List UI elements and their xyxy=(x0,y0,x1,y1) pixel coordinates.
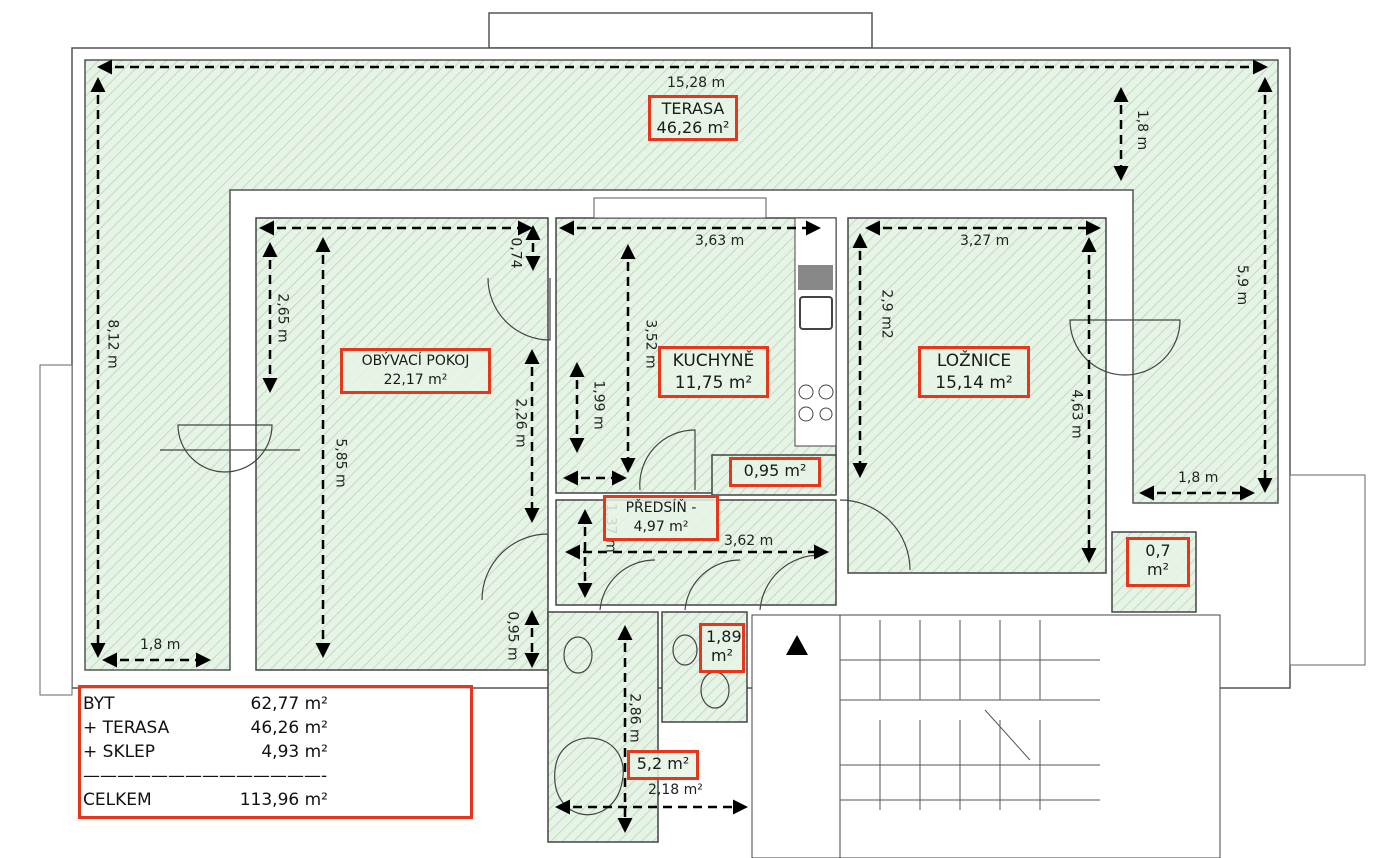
dim-loznice-width: 3,27 m xyxy=(960,233,1010,249)
summary-row-sklep: + SKLEP 4,93 m² xyxy=(83,740,468,764)
room-area: 0,95 m² xyxy=(743,461,807,480)
room-label-wc: 1,89 m² xyxy=(699,623,745,673)
room-name: LOŽNICE xyxy=(936,351,1012,371)
room-label-terasa: TERASA 46,26 m² xyxy=(648,95,738,141)
room-label-spiz: 0,95 m² xyxy=(729,457,821,487)
room-area: 5,2 m² xyxy=(636,754,690,773)
dim-left-height: 8,12 m xyxy=(104,319,121,369)
dim-predsin-width: 3,62 m xyxy=(724,533,774,549)
summary-value: 62,77 m² xyxy=(250,694,328,714)
room-unit: m² xyxy=(1147,560,1169,579)
room-name: TERASA xyxy=(661,99,725,118)
summary-row-byt: BYT 62,77 m² xyxy=(83,692,468,716)
room-label-predsin: PŘEDSÍŇ - 4,97 m² xyxy=(603,495,719,541)
summary-label: BYT xyxy=(83,694,115,714)
dim-hall-top: 0,74 xyxy=(507,237,524,269)
dim-hall-bottom: 0,95 m xyxy=(504,611,521,661)
dim-terasa-width: 15,28 m xyxy=(667,75,726,91)
summary-divider: ——————————————- xyxy=(83,766,328,786)
room-name: PŘEDSÍŇ - xyxy=(625,500,697,516)
room-area: 11,75 m² xyxy=(674,373,753,393)
dim-loznice-right: 4,63 m xyxy=(1068,389,1085,439)
dim-kuchyne-height: 3,52 m xyxy=(642,319,659,369)
summary-value: 4,93 m² xyxy=(261,742,328,762)
dim-right-height: 5,9 m xyxy=(1234,264,1251,306)
dim-terasa-right-bottom: 1,8 m xyxy=(1178,470,1219,486)
room-area: 22,17 m² xyxy=(383,372,448,388)
summary-row-total: CELKEM 113,96 m² xyxy=(83,788,468,812)
summary-row-terasa: + TERASA 46,26 m² xyxy=(83,716,468,740)
dim-kuchyne-small: 1,99 m xyxy=(590,380,607,430)
dim-terasa-depth-right: 1,8 m xyxy=(1134,109,1151,151)
dim-terasa-left-bottom: 1,8 m xyxy=(140,637,181,653)
room-name: OBÝVACÍ POKOJ xyxy=(361,353,470,369)
dim-loznice-left: 2,9 m2 xyxy=(878,289,895,339)
room-label-kuchyne: KUCHYNĚ 11,75 m² xyxy=(658,346,769,398)
summary-label: + TERASA xyxy=(83,718,170,738)
dim-obyvaci-height: 5,85 m xyxy=(332,438,349,488)
room-area: 4,97 m² xyxy=(633,519,689,535)
room-area: 0,7 xyxy=(1145,541,1171,560)
dim-koupelna-width: 2,18 m² xyxy=(648,782,703,798)
summary-value: 46,26 m² xyxy=(250,718,328,738)
summary-label: + SKLEP xyxy=(83,742,156,762)
dim-hall-mid: 2,26 m xyxy=(512,398,529,448)
dim-kuchyne-width: 3,63 m xyxy=(695,233,745,249)
room-area: 15,14 m² xyxy=(935,373,1013,393)
room-label-komora: 0,7 m² xyxy=(1126,537,1190,587)
dim-koupelna-height: 2,86 m xyxy=(626,693,643,743)
area-summary: BYT 62,77 m² + TERASA 46,26 m² + SKLEP 4… xyxy=(78,685,473,819)
room-label-loznice: LOŽNICE 15,14 m² xyxy=(918,346,1030,398)
room-name: KUCHYNĚ xyxy=(672,351,755,371)
room-area: 1,89 xyxy=(706,627,742,646)
room-unit: m² xyxy=(711,646,733,665)
dim-obyvaci-small: 2,65 m xyxy=(274,293,291,343)
summary-total-value: 113,96 m² xyxy=(239,790,328,810)
summary-total-label: CELKEM xyxy=(83,790,152,810)
room-label-koupelna: 5,2 m² xyxy=(627,750,699,780)
room-area: 46,26 m² xyxy=(656,118,730,137)
room-label-obyvaci-pokoj: OBÝVACÍ POKOJ 22,17 m² xyxy=(340,348,491,394)
